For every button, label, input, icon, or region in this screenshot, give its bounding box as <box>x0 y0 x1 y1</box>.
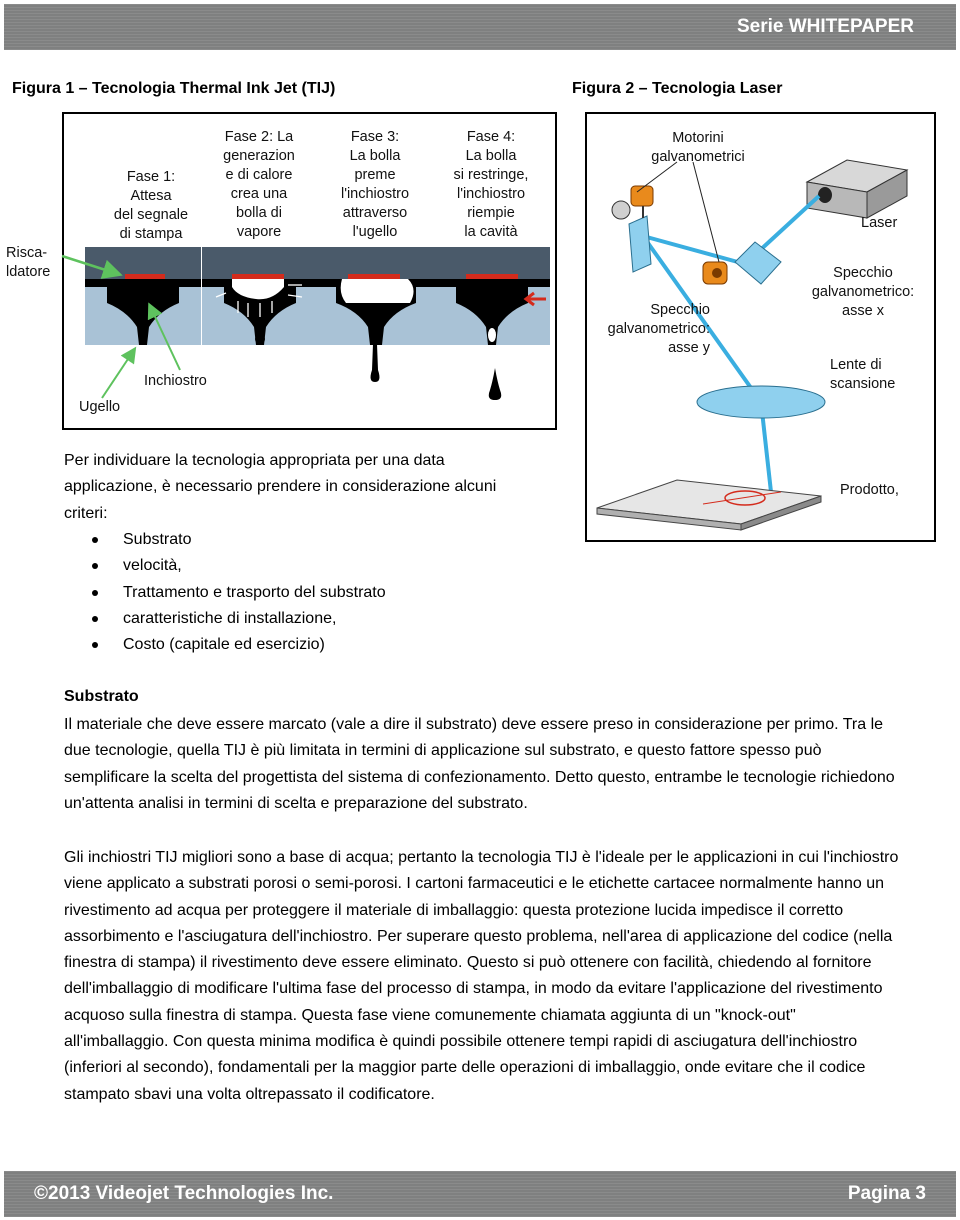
header-banner: Serie WHITEPAPER <box>4 4 956 50</box>
figure1-title: Figura 1 – Tecnologia Thermal Ink Jet (T… <box>12 80 336 97</box>
intro-paragraph: Per individuare la tecnologia appropriat… <box>64 452 497 522</box>
section-heading: Substrato <box>64 688 139 705</box>
page-number: Pagina 3 <box>847 1183 926 1204</box>
laser-label: Laser <box>861 215 898 231</box>
phase4-cell <box>434 247 550 345</box>
series-label: Serie WHITEPAPER <box>736 16 914 37</box>
criteria-item: Substrato <box>92 527 386 553</box>
laser-source <box>805 159 909 219</box>
product-label: Prodotto, <box>840 482 899 498</box>
section-paragraph-2: Gli inchiostri TIJ migliori sono a base … <box>64 849 899 1103</box>
phase2-cell <box>202 247 318 345</box>
phase3-cell <box>318 247 434 345</box>
ink-drop-phase3 <box>370 344 380 382</box>
criteria-list: Substrato velocità, Trattamento e traspo… <box>92 527 386 658</box>
ink-drop-phase4 <box>488 368 502 400</box>
footer-banner: ©2013 Videojet Technologies Inc. Pagina … <box>4 1171 956 1217</box>
criteria-item: caratteristiche di installazione, <box>92 606 386 632</box>
criteria-item: velocità, <box>92 553 386 579</box>
section-paragraph-1: Il materiale che deve essere marcato (va… <box>64 716 895 812</box>
criteria-item: Trattamento e trasporto del substrato <box>92 580 386 606</box>
laser-scanner-illustration <box>596 159 909 531</box>
copyright-text: ©2013 Videojet Technologies Inc. <box>34 1183 334 1204</box>
criteria-item: Costo (capitale ed esercizio) <box>92 632 386 658</box>
ink-label: Inchiostro <box>144 373 207 389</box>
figure2-title: Figura 2 – Tecnologia Laser <box>572 80 783 97</box>
heater-label: Risca-ldatore <box>6 245 51 280</box>
nozzle-label: Ugello <box>79 399 121 415</box>
